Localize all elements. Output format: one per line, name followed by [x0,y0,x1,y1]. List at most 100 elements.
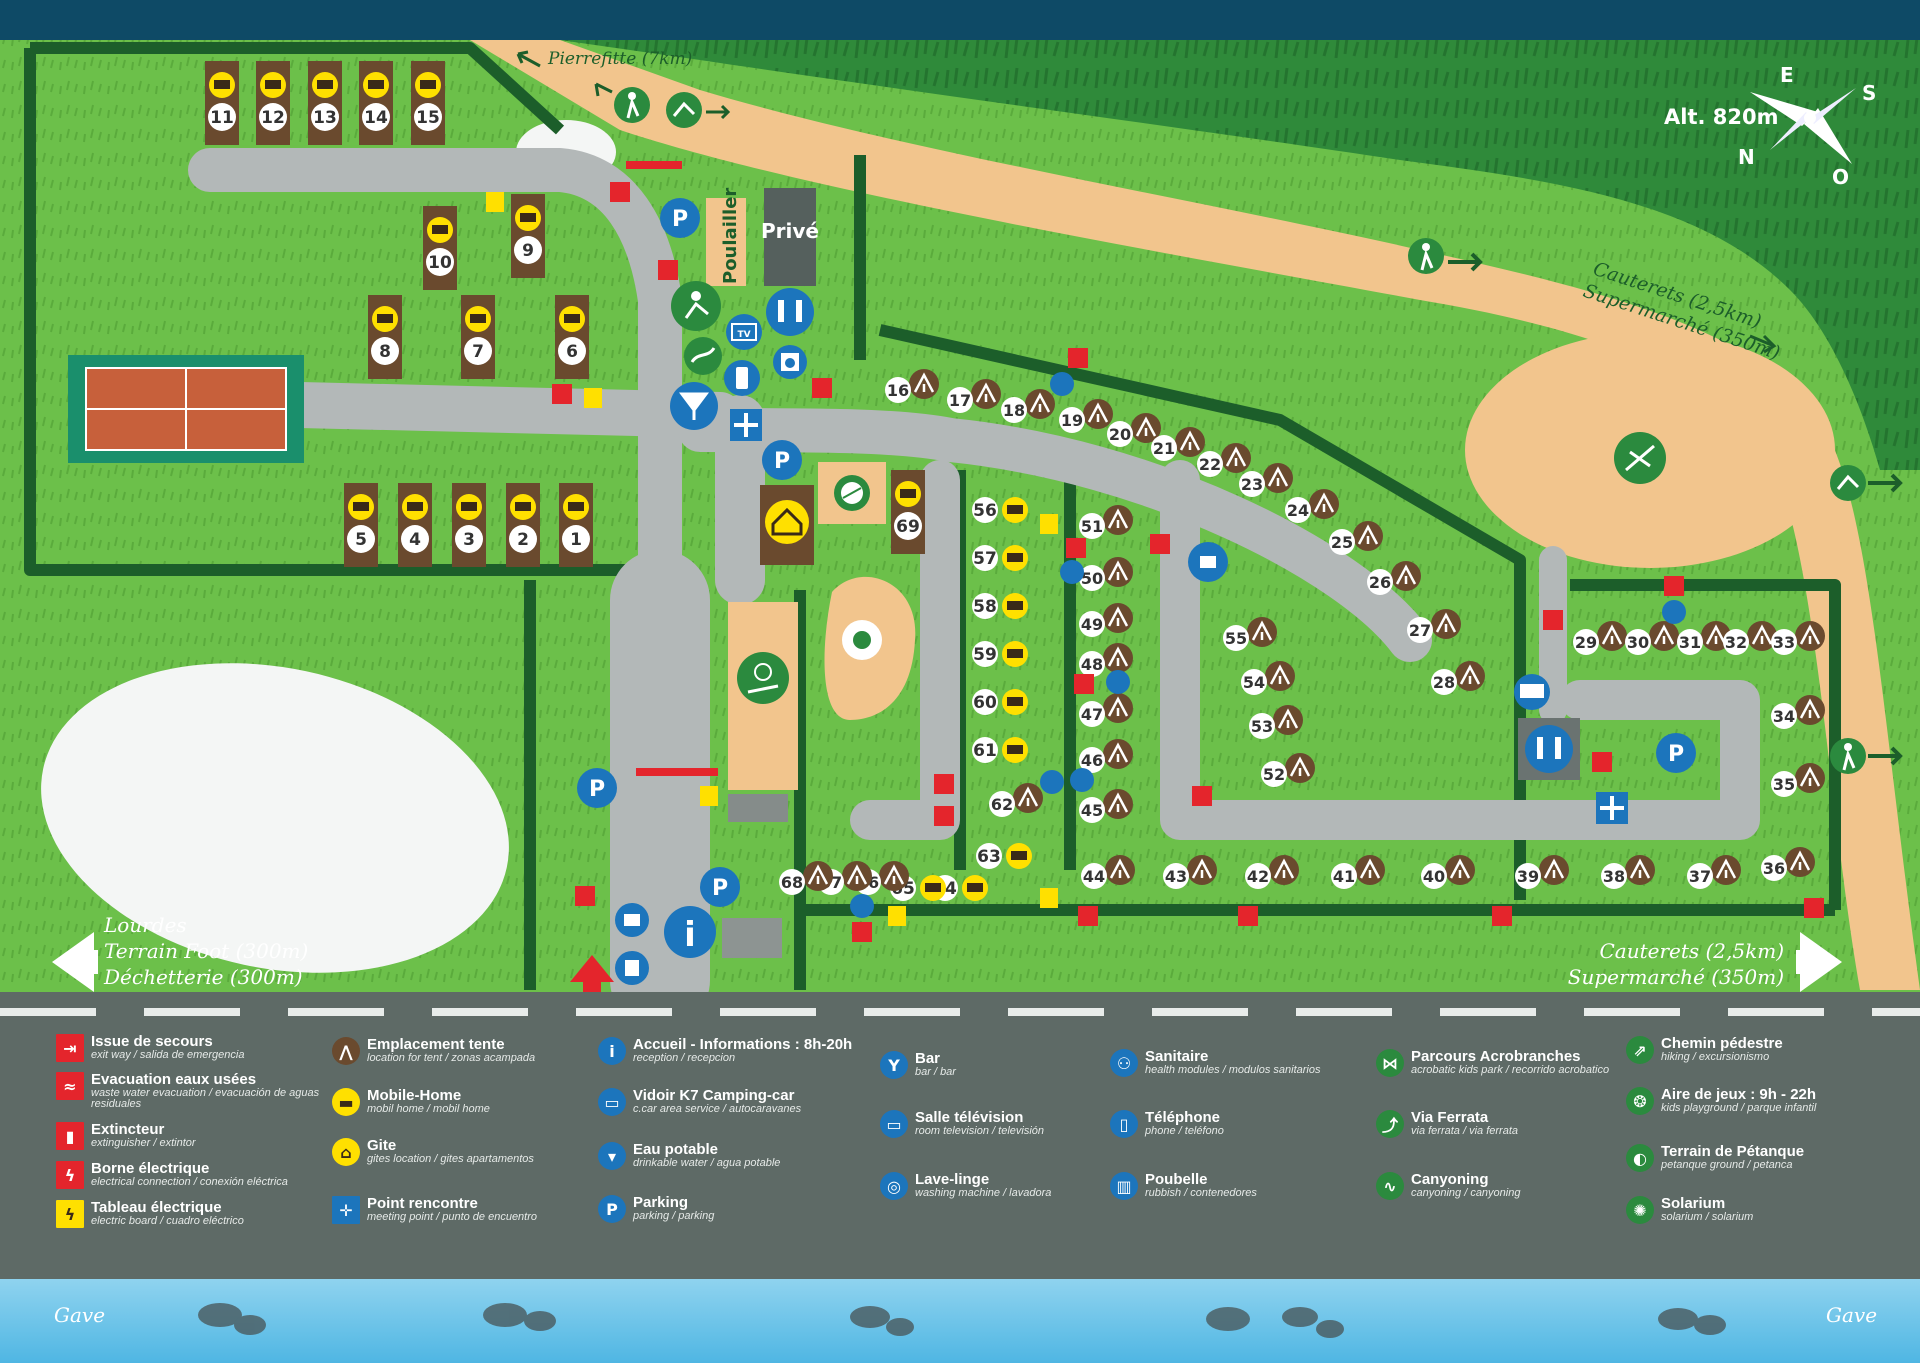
mobilhome-plot-69[interactable]: 69 [891,470,925,554]
tent-pitch-41[interactable]: 41 [1331,855,1385,889]
tent-pitch-32[interactable]: 32 [1723,621,1777,655]
parking-icon[interactable]: P [577,768,617,808]
electric-connection-icon[interactable] [1066,538,1086,558]
tent-pitch-31[interactable]: 31 [1677,621,1731,655]
tent-pitch-49[interactable]: 49 [1079,603,1133,637]
drinking-water-icon[interactable] [1050,372,1074,396]
tent-pitch-18[interactable]: 18 [1001,389,1055,423]
tent-pitch-36[interactable]: 36 [1761,847,1815,881]
extinguisher-icon[interactable] [1192,786,1212,806]
gite-icon[interactable] [765,500,809,544]
electric-connection-icon[interactable] [1074,674,1094,694]
electric-connection-icon[interactable] [1078,906,1098,926]
acrobranche-icon[interactable] [1614,432,1666,484]
extinguisher-icon[interactable] [1592,752,1612,772]
electric-connection-icon[interactable] [852,922,872,942]
mobilhome-plot-15[interactable]: 15 [411,61,445,145]
hiking-icon[interactable] [1408,238,1444,274]
tent-pitch-26[interactable]: 26 [1367,561,1421,595]
emergency-exit-icon[interactable] [658,260,678,280]
electric-board-icon[interactable] [1040,514,1058,534]
solarium-icon[interactable] [842,620,882,660]
tent-pitch-53[interactable]: 53 [1249,705,1303,739]
tent-pitch-39[interactable]: 39 [1515,855,1569,889]
tent-pitch-25[interactable]: 25 [1329,521,1383,555]
electric-connection-icon[interactable] [1238,906,1258,926]
drinking-water-icon[interactable] [1060,560,1084,584]
tent-pitch-52[interactable]: 52 [1261,753,1315,787]
tent-pitch-43[interactable]: 43 [1163,855,1217,889]
tent-pitch-34[interactable]: 34 [1771,695,1825,729]
emergency-exit-icon[interactable] [575,886,595,906]
mobilhome-plot-7[interactable]: 7 [461,295,495,379]
tent-pitch-51[interactable]: 51 [1079,505,1133,539]
tent-pitch-28[interactable]: 28 [1431,661,1485,695]
tent-pitch-68[interactable]: 68 [779,861,833,895]
extinguisher-icon[interactable] [552,384,572,404]
tent-pitch-20[interactable]: 20 [1107,413,1161,447]
mobilhome-plot-13[interactable]: 13 [308,61,342,145]
emergency-exit-icon[interactable] [1543,610,1563,630]
tent-pitch-40[interactable]: 40 [1421,855,1475,889]
mobilhome-plot-1[interactable]: 1 [559,483,593,567]
tent-pitch-42[interactable]: 42 [1245,855,1299,889]
electric-connection-icon[interactable] [1492,906,1512,926]
tent-pitch-45[interactable]: 45 [1079,789,1133,823]
extinguisher-icon[interactable] [1150,534,1170,554]
mobilhome-plot-4[interactable]: 4 [398,483,432,567]
electric-board-icon[interactable] [1040,888,1058,908]
tent-pitch-33[interactable]: 33 [1771,621,1825,655]
mobilhome-plot-59[interactable]: 59 [972,641,1028,667]
drinking-water-icon[interactable] [1188,542,1228,582]
via-ferrata-icon[interactable] [671,281,721,331]
meeting-point-icon[interactable] [730,409,762,441]
drinking-water-icon[interactable] [1106,670,1130,694]
mobilhome-plot-9[interactable]: 9 [511,194,545,278]
mobilhome-plot-5[interactable]: 5 [344,483,378,567]
bar-icon[interactable] [670,382,718,430]
tent-pitch-27[interactable]: 27 [1407,609,1461,643]
mobilhome-plot-2[interactable]: 2 [506,483,540,567]
mobilhome-plot-14[interactable]: 14 [359,61,393,145]
info-icon[interactable]: i [664,906,716,958]
mobilhome-plot-57[interactable]: 57 [972,545,1028,571]
tent-pitch-21[interactable]: 21 [1151,427,1205,461]
extinguisher-icon[interactable] [934,806,954,826]
tent-pitch-47[interactable]: 47 [1079,693,1133,727]
hiking-icon[interactable] [1830,738,1866,774]
tent-pitch-50[interactable]: 50 [1079,557,1133,591]
mobilhome-plot-56[interactable]: 56 [972,497,1028,523]
parking-icon[interactable]: P [762,440,802,480]
electric-board-icon[interactable] [700,786,718,806]
electric-board-icon[interactable] [584,388,602,408]
mobilhome-plot-6[interactable]: 6 [555,295,589,379]
electric-connection-icon[interactable] [1664,576,1684,596]
electric-connection-icon[interactable] [1804,898,1824,918]
electric-connection-icon[interactable] [1068,348,1088,368]
phone-icon[interactable] [724,360,760,396]
tent-pitch-19[interactable]: 19 [1059,399,1113,433]
tent-pitch-54[interactable]: 54 [1241,661,1295,695]
drinking-water-icon[interactable] [615,903,649,937]
tent-pitch-46[interactable]: 46 [1079,739,1133,773]
tent-pitch-38[interactable]: 38 [1601,855,1655,889]
parking-icon[interactable]: P [1656,733,1696,773]
sanitary-icon[interactable] [1518,718,1580,780]
tent-pitch-24[interactable]: 24 [1285,489,1339,523]
electric-board-icon[interactable] [888,906,906,926]
parking-icon[interactable]: P [700,867,740,907]
waste-water-icon[interactable] [610,182,630,202]
tent-pitch-35[interactable]: 35 [1771,763,1825,797]
tent-pitch-44[interactable]: 44 [1081,855,1135,889]
tent-pitch-55[interactable]: 55 [1223,617,1277,651]
washing-machine-icon[interactable] [773,345,807,379]
tent-pitch-48[interactable]: 48 [1079,643,1133,677]
camping-car-icon[interactable] [1514,674,1550,710]
mobilhome-plot-10[interactable]: 10 [423,206,457,290]
playground-icon[interactable] [737,652,789,704]
mobilhome-plot-60[interactable]: 60 [972,689,1028,715]
mobilhome-plot-61[interactable]: 61 [972,737,1028,763]
tv-icon[interactable]: TV [726,314,762,350]
extinguisher-icon[interactable] [812,378,832,398]
via-ferrata-icon[interactable] [666,92,702,128]
